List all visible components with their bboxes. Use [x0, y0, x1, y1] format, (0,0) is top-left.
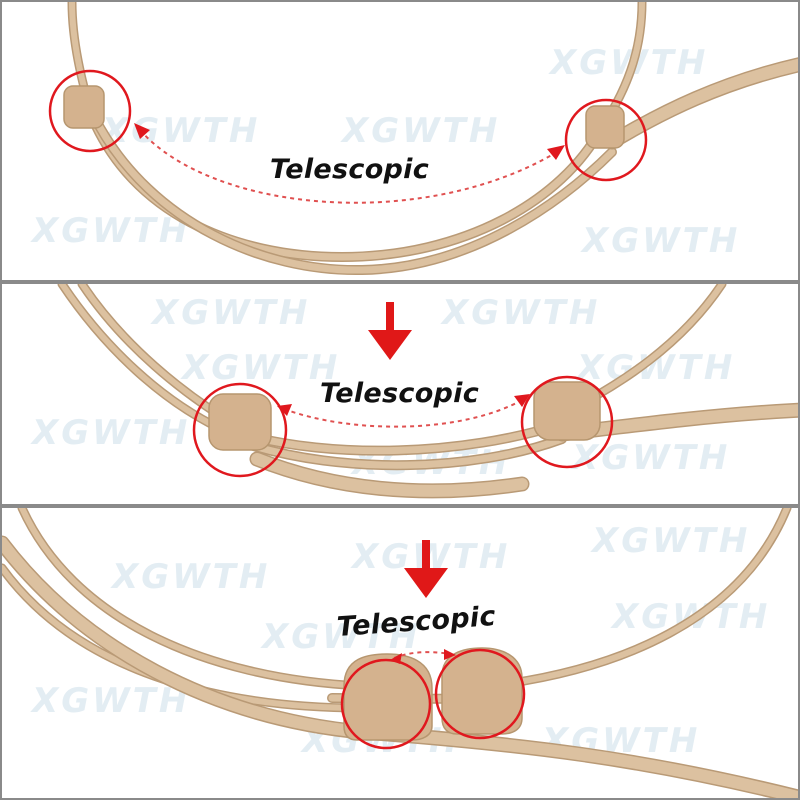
cable-loop [238, 420, 566, 455]
panel-wide-separation: XGWTH XGWTH XGWTH XGWTH XGWTH [0, 0, 800, 282]
cable-slider [63, 85, 105, 129]
panel-1-illustration: XGWTH XGWTH XGWTH XGWTH XGWTH [30, 2, 798, 276]
step-down-arrow [404, 540, 448, 598]
headband-wire [19, 508, 365, 689]
highlight-circle [340, 658, 432, 750]
panel-2-illustration: XGWTH XGWTH XGWTH XGWTH XGWTH XGWTH XGWT… [30, 284, 798, 499]
telescopic-label: Telescopic [320, 378, 480, 409]
telescopic-motion-arrow [139, 129, 558, 204]
arrowhead-right [514, 394, 530, 407]
watermark: XGWTH [180, 348, 340, 388]
highlight-circle [434, 648, 526, 740]
watermark: XGWTH [30, 681, 190, 721]
watermark: XGWTH [580, 221, 740, 261]
cable-slider [208, 393, 272, 451]
panel-medium-separation: XGWTH XGWTH XGWTH XGWTH XGWTH XGWTH XGWT… [0, 282, 800, 506]
telescopic-motion-arrow [283, 398, 525, 428]
watermark: XGWTH [30, 413, 190, 453]
watermark: XGWTH [340, 111, 500, 151]
arrowhead-left [134, 123, 150, 139]
watermark: XGWTH [150, 293, 310, 333]
cable-slider [343, 653, 433, 741]
headband-wire [469, 508, 790, 691]
highlight-circle [520, 375, 614, 469]
arrowhead-left [277, 404, 292, 416]
arrowhead-left [390, 653, 402, 664]
panel-closed-position: XGWTH XGWTH XGWTH XGWTH XGWTH XGWTH XGWT… [0, 506, 800, 800]
watermark: XGWTH [570, 438, 730, 478]
cable-slider [441, 647, 523, 735]
watermark: XGWTH [440, 293, 600, 333]
watermark: XGWTH [110, 557, 270, 597]
cable-slider [533, 381, 601, 441]
panel-3-illustration: XGWTH XGWTH XGWTH XGWTH XGWTH XGWTH XGWT… [2, 508, 798, 798]
watermark: XGWTH [590, 521, 750, 561]
cable-slider [585, 105, 625, 149]
watermark: XGWTH [30, 211, 190, 251]
step-down-arrow [368, 302, 412, 360]
telescopic-label: Telescopic [270, 154, 430, 185]
highlight-circle [192, 382, 288, 478]
cable-loop [94, 120, 616, 274]
cable-loop [243, 435, 566, 469]
arrowhead-right [444, 649, 456, 660]
watermark: XGWTH [100, 111, 260, 151]
highlight-circle [48, 69, 132, 153]
mic-cable [606, 58, 798, 148]
headband-wire-outline [17, 508, 367, 691]
arrowhead-right [547, 145, 565, 160]
headband-wire [59, 284, 235, 437]
watermark: XGWTH [260, 617, 420, 657]
highlight-circle [564, 98, 648, 182]
mic-cable [251, 453, 528, 497]
